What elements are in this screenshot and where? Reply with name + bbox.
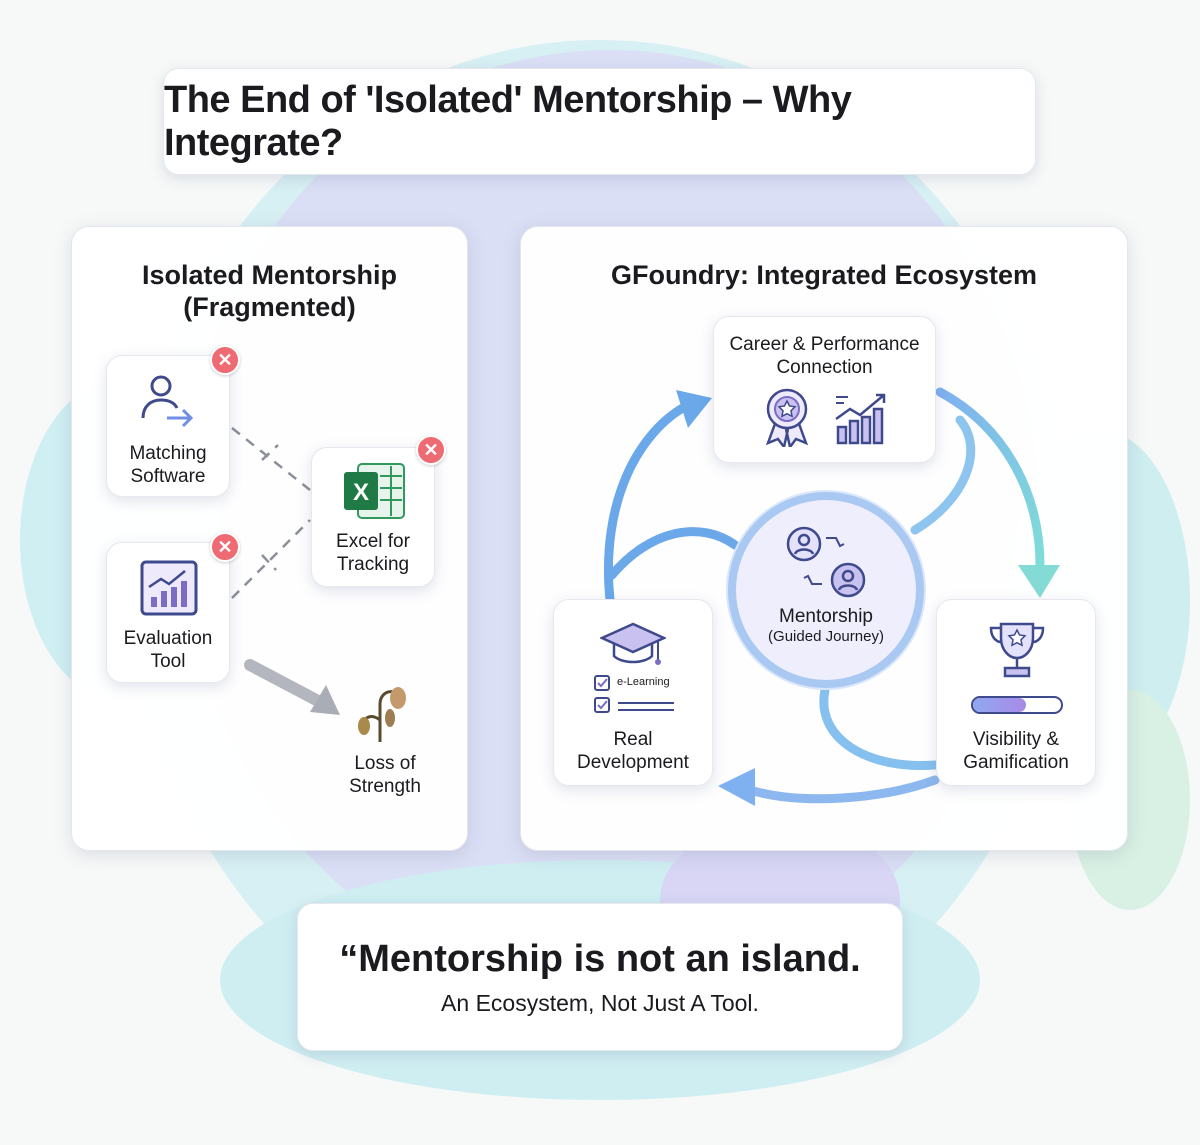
- checklist-icon: [594, 675, 610, 713]
- quote-subline: An Ecosystem, Not Just A Tool.: [441, 990, 759, 1016]
- isolated-panel-title: Isolated Mentorship (Fragmented): [72, 259, 467, 323]
- visibility-gamification-label: Visibility &Gamification: [963, 729, 1069, 773]
- close-icon: ✕: [210, 345, 240, 375]
- award-ribbon-icon: [765, 388, 809, 447]
- ecosystem-panel-title: GFoundry: Integrated Ecosystem: [610, 260, 1038, 290]
- user-transfer-icon: [141, 375, 194, 428]
- panel-title-line2: (Fragmented): [183, 292, 356, 322]
- growth-chart-icon: [835, 393, 886, 445]
- quote-headline: “Mentorship is not an island.: [339, 938, 861, 980]
- close-icon: ✕: [210, 532, 240, 562]
- close-icon: ✕: [416, 435, 446, 465]
- mentor-exchange-icon: [786, 526, 866, 598]
- elearning-label: e-Learning: [617, 676, 670, 688]
- chart-board-icon: [140, 560, 198, 616]
- svg-text:X: X: [353, 479, 369, 506]
- graduation-cap-icon: [600, 622, 666, 665]
- gamification-progress-bar: [971, 696, 1063, 714]
- visibility-gamification-card: Visibility &Gamification: [936, 599, 1096, 786]
- title-banner: The End of 'Isolated' Mentorship – Why I…: [163, 68, 1036, 175]
- page-title: The End of 'Isolated' Mentorship – Why I…: [164, 78, 852, 164]
- excel-icon: X: [344, 463, 405, 519]
- wilted-plant-icon: [358, 687, 406, 742]
- trophy-icon: [989, 622, 1045, 678]
- panel-title-line1: Isolated Mentorship: [141, 260, 398, 290]
- mentorship-hub: Mentorship (Guided Journey): [728, 492, 924, 688]
- mentorship-label: Mentorship (Guided Journey): [768, 606, 884, 645]
- quote-banner: “Mentorship is not an island. An Ecosyst…: [297, 903, 903, 1051]
